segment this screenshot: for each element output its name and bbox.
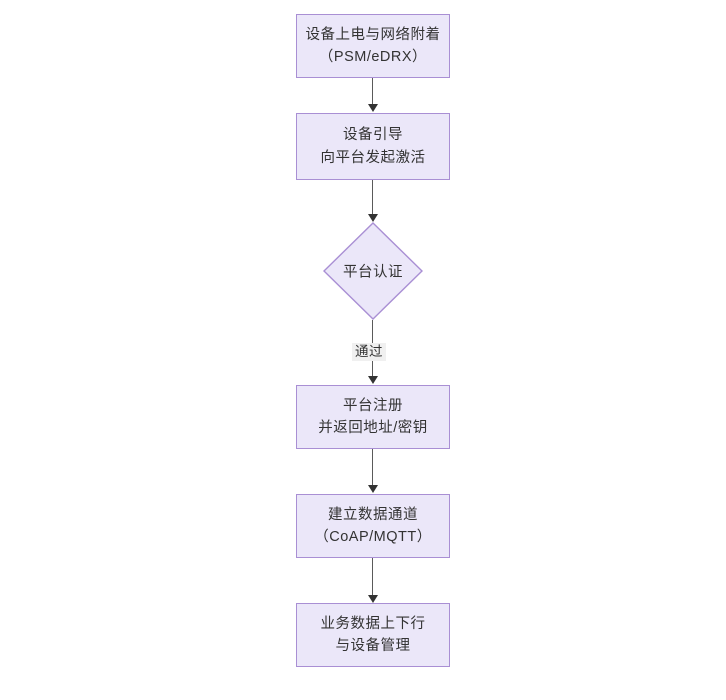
flow-node-line: （CoAP/MQTT） [314, 529, 432, 545]
flow-node-platform-registration[interactable]: 平台注册 并返回地址/密钥 [296, 385, 450, 449]
flow-node-line: 建立数据通道 [328, 506, 418, 523]
flow-node-line: 平台注册 [343, 397, 403, 414]
flow-node-platform-auth-decision[interactable]: 平台认证 [323, 222, 423, 320]
arrow-down-icon [368, 595, 378, 603]
flow-connector-5 [372, 558, 373, 596]
flow-node-line: （PSM/eDRX） [318, 49, 428, 65]
diamond-shape-icon [323, 222, 423, 320]
flow-node-line: 与设备管理 [335, 638, 411, 654]
flow-node-line: 业务数据上下行 [320, 615, 426, 632]
flow-connector-2 [372, 180, 373, 215]
flow-node-line: 设备引导 [343, 127, 403, 144]
flow-connector-1 [372, 78, 373, 105]
flow-node-data-channel[interactable]: 建立数据通道 （CoAP/MQTT） [296, 494, 450, 558]
flow-node-line: 设备上电与网络附着 [305, 26, 441, 43]
flow-node-device-bootstrap[interactable]: 设备引导 向平台发起激活 [296, 113, 450, 180]
arrow-down-icon [368, 214, 378, 222]
flow-node-line: 平台认证 [343, 264, 403, 281]
edge-label-pass: 通过 [352, 343, 386, 362]
arrow-down-icon [368, 376, 378, 384]
flow-node-device-power-on[interactable]: 设备上电与网络附着 （PSM/eDRX） [296, 14, 450, 78]
arrow-down-icon [368, 485, 378, 493]
flow-node-line: 向平台发起激活 [320, 149, 426, 166]
flow-node-business-data[interactable]: 业务数据上下行 与设备管理 [296, 603, 450, 667]
arrow-down-icon [368, 104, 378, 112]
flow-node-line: 并返回地址/密钥 [318, 420, 428, 436]
flow-connector-4 [372, 449, 373, 486]
